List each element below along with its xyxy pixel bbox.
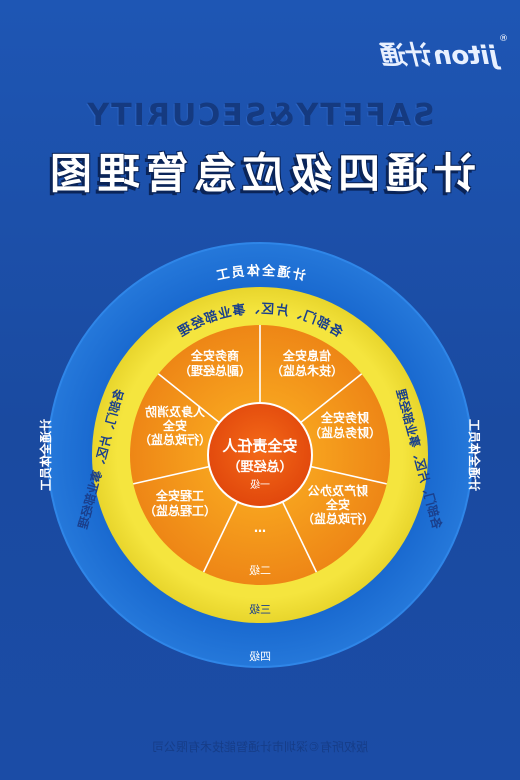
level-four-label: 四级 — [249, 650, 271, 663]
sector-information-security: 信息安全（技术总监） — [271, 348, 343, 378]
sector-engineering-security: 工程安全（工程总监） — [144, 488, 216, 518]
copyright-footer: 版权所有©深圳市计通智能技术有限公司 — [152, 740, 369, 754]
center-title: 安全责任人 — [222, 437, 298, 455]
center-circle-level-one — [207, 402, 313, 508]
sector-ellipsis: … — [254, 521, 266, 535]
sector-personal-fire-security: 人身及消防安全（行政总监） — [139, 404, 211, 447]
sector-business-security: 商务安全（副总经理） — [179, 348, 251, 378]
blue-ring-right-label: 计通全体员工 — [38, 419, 53, 491]
sector-financial-security: 财务安全（财务总监） — [309, 410, 381, 440]
blue-ring-left-label: 计通全体员工 — [467, 419, 482, 491]
level-two-label: 二级 — [249, 564, 271, 577]
center-subtitle: （总经理） — [227, 459, 292, 475]
sector-property-office-security: 财产及办公安全（行政总监） — [302, 483, 374, 526]
level-three-label: 三级 — [249, 603, 271, 616]
level-one-label: 一级 — [250, 479, 270, 491]
blue-ring-top-label: 计通全体员工 — [213, 263, 307, 285]
